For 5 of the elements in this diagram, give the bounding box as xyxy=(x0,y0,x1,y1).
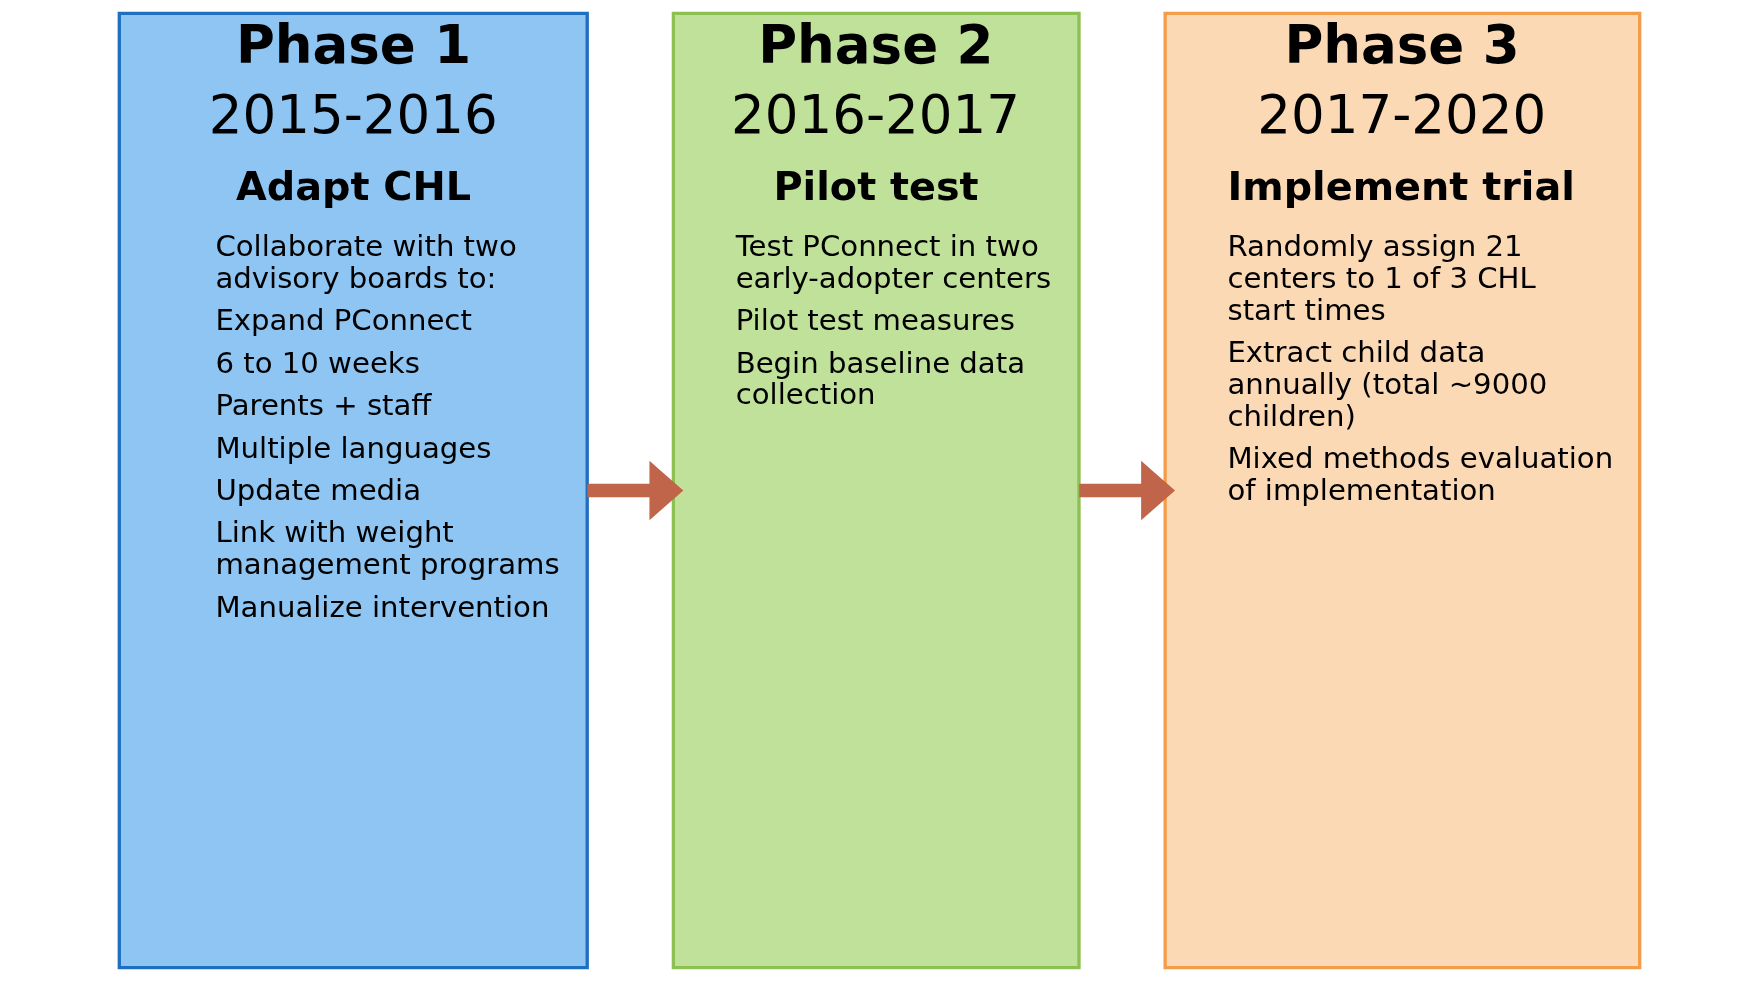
arrow xyxy=(1078,460,1175,521)
node-box: Phase 2 2016-2017 Pilot test Test PConnect in two early-adopter centers Pilot test measures Begin baseline data collection xyxy=(671,11,1081,970)
node-box: Phase 1 2015-2016 Adapt CHL Collaborate with two advisory boards to: Expand PConnect 6 to 10 weeks Parents + staff Multiple languages Update media Link with weight management programs Manualize intervention xyxy=(117,11,589,970)
node-box: Phase 3 2017-2020 Implement trial Randomly assign 21 centers to 1 of 3 CHL start times Extract child data annually (total ~9000 children) Mixed methods evaluation of implementation xyxy=(1163,11,1641,970)
arrow xyxy=(586,460,683,521)
